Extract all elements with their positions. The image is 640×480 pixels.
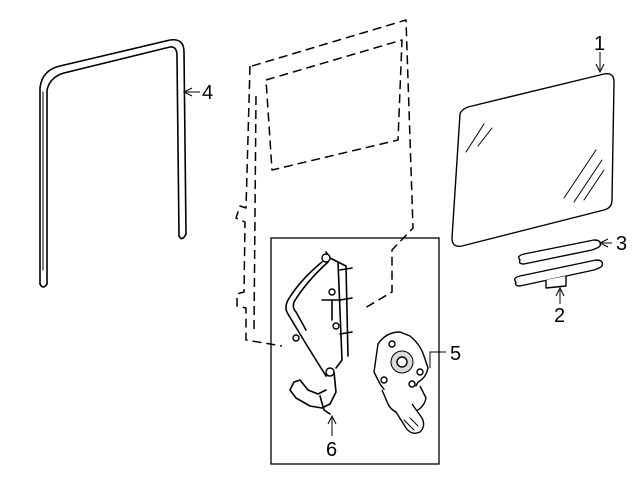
callout-3: 3 <box>616 233 627 255</box>
callout-5: 5 <box>450 343 461 365</box>
callout-4: 4 <box>202 82 213 104</box>
window-motor-part[interactable] <box>373 331 429 435</box>
glass-channel-upper-part[interactable] <box>517 239 602 265</box>
regulator-assembly-box <box>270 237 440 465</box>
callout-leaders <box>182 52 612 436</box>
callout-1: 1 <box>594 33 605 55</box>
glass-channel-lower-part[interactable] <box>513 259 604 289</box>
door-glass-part[interactable] <box>451 72 615 248</box>
callout-6: 6 <box>326 439 337 461</box>
callout-2: 2 <box>554 305 565 327</box>
window-regulator-part[interactable] <box>285 251 353 415</box>
glass-run-channel-part[interactable] <box>39 38 187 288</box>
door-shell-phantom-outline <box>235 19 414 347</box>
